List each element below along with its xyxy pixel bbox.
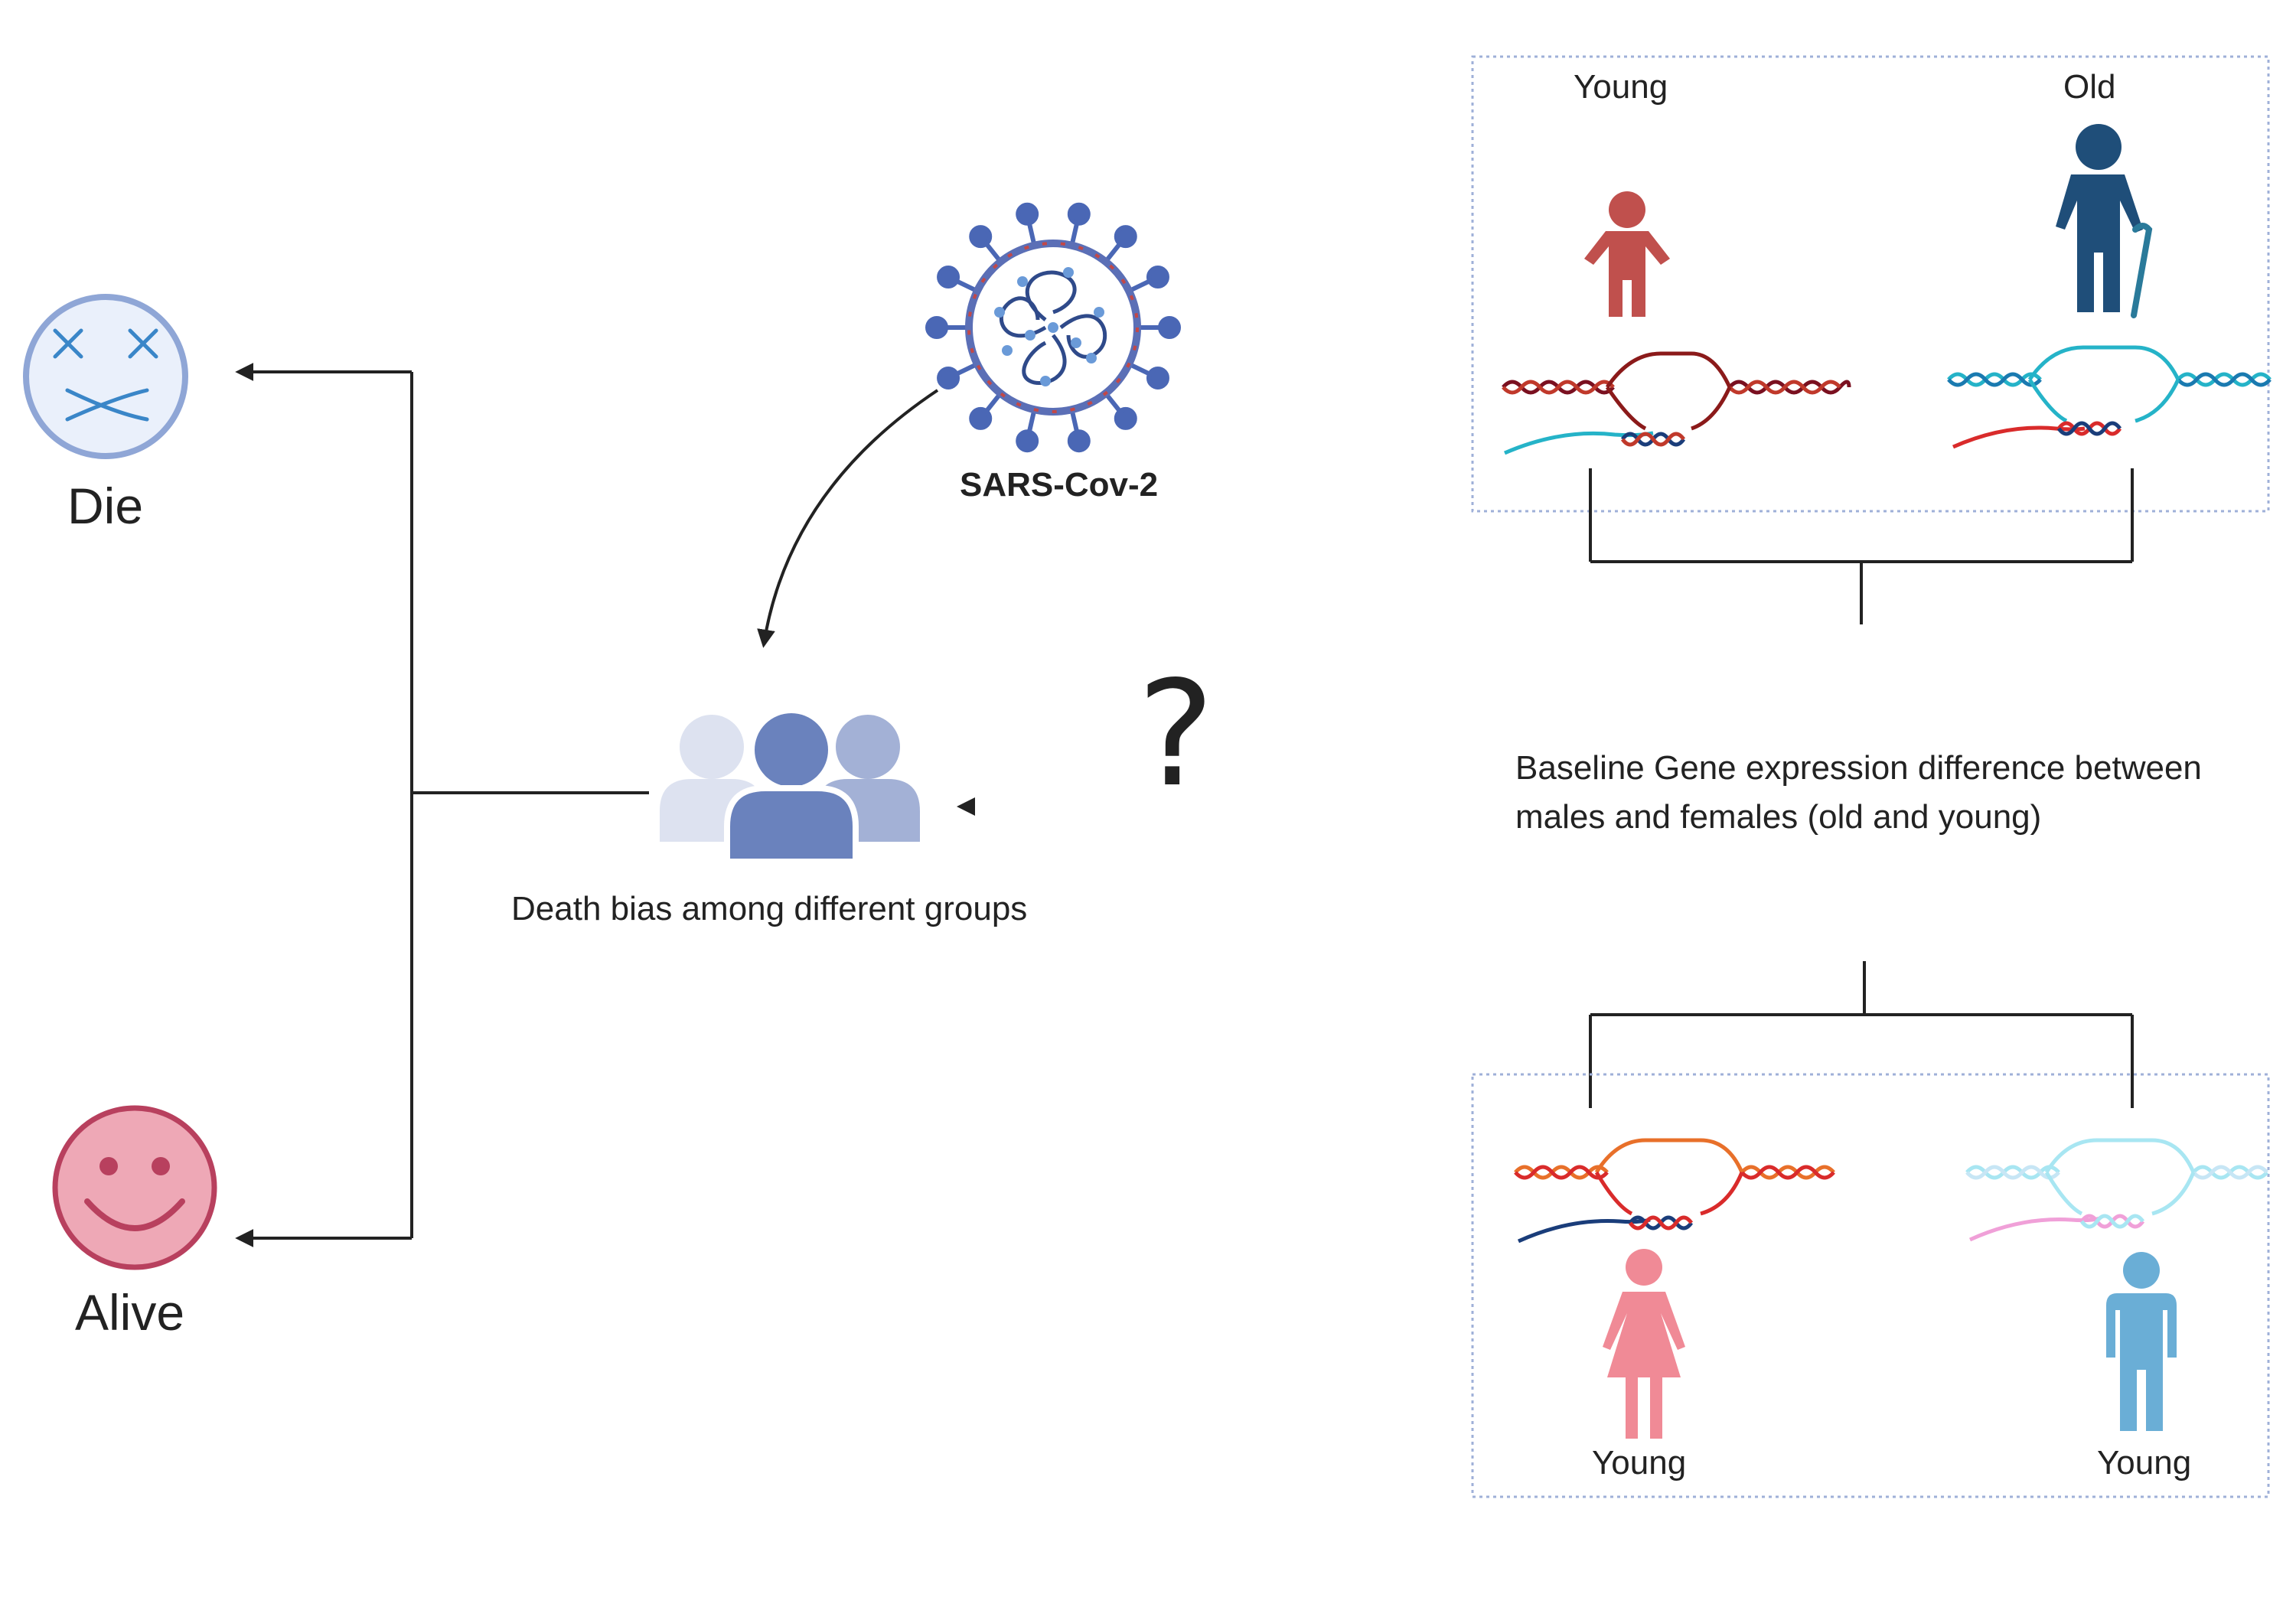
alive-face-icon bbox=[52, 1105, 217, 1270]
top-young-label: Young bbox=[1574, 68, 1668, 106]
virus-spike-head bbox=[1016, 202, 1039, 226]
alive-label: Alive bbox=[75, 1284, 185, 1341]
dna-transcription-icon bbox=[1965, 1138, 2268, 1242]
virus-spike-head bbox=[937, 266, 960, 289]
dna-transcription-icon bbox=[1947, 345, 2272, 449]
virus-spike-head bbox=[1067, 202, 1091, 226]
old-person-icon bbox=[2056, 124, 2153, 318]
virus-spike-head bbox=[937, 366, 960, 390]
top-panel-frame bbox=[1471, 55, 2270, 513]
virus-label: SARS-Cov-2 bbox=[960, 466, 1159, 504]
virus-spike-head bbox=[1067, 429, 1091, 453]
virus-spike-head bbox=[1146, 266, 1169, 289]
virus-spike-head bbox=[1114, 225, 1137, 249]
top-bracket bbox=[1589, 468, 2134, 624]
baseline-line1: Baseline Gene expression difference betw… bbox=[1515, 749, 2202, 787]
virus-spike-head bbox=[1114, 406, 1137, 430]
virus-spike-head bbox=[1158, 316, 1181, 339]
virus-spike-head bbox=[1146, 366, 1169, 390]
group-label: Death bias among different groups bbox=[511, 890, 1028, 927]
virus-spike-head bbox=[925, 316, 948, 339]
dna-transcription-icon bbox=[1514, 1138, 1835, 1244]
virus-spike-head bbox=[1016, 429, 1039, 453]
coronavirus-icon bbox=[925, 202, 1181, 453]
virus-to-group-arrow bbox=[757, 389, 939, 648]
die-face-icon bbox=[23, 294, 188, 459]
virus-spike-head bbox=[969, 225, 993, 249]
question-mark: ? bbox=[1137, 650, 1215, 819]
top-old-label: Old bbox=[2063, 68, 2116, 106]
dna-transcription-icon bbox=[1502, 351, 1851, 455]
bottom-bracket bbox=[1589, 961, 2134, 1108]
virus-spike-head bbox=[969, 406, 993, 430]
dashed-arrowhead bbox=[957, 797, 975, 816]
bottom-panel-frame bbox=[1471, 1073, 2270, 1498]
young-person-icon bbox=[1584, 191, 1670, 317]
male-person-icon bbox=[2106, 1252, 2177, 1431]
die-label: Die bbox=[67, 478, 144, 534]
bottom-young-right-label: Young bbox=[2097, 1444, 2192, 1482]
outcome-bracket bbox=[235, 363, 649, 1247]
bottom-young-left-label: Young bbox=[1592, 1444, 1687, 1482]
female-person-icon bbox=[1603, 1249, 1685, 1439]
baseline-line2: males and females (old and young) bbox=[1515, 798, 2042, 836]
people-group-icon bbox=[660, 707, 920, 865]
